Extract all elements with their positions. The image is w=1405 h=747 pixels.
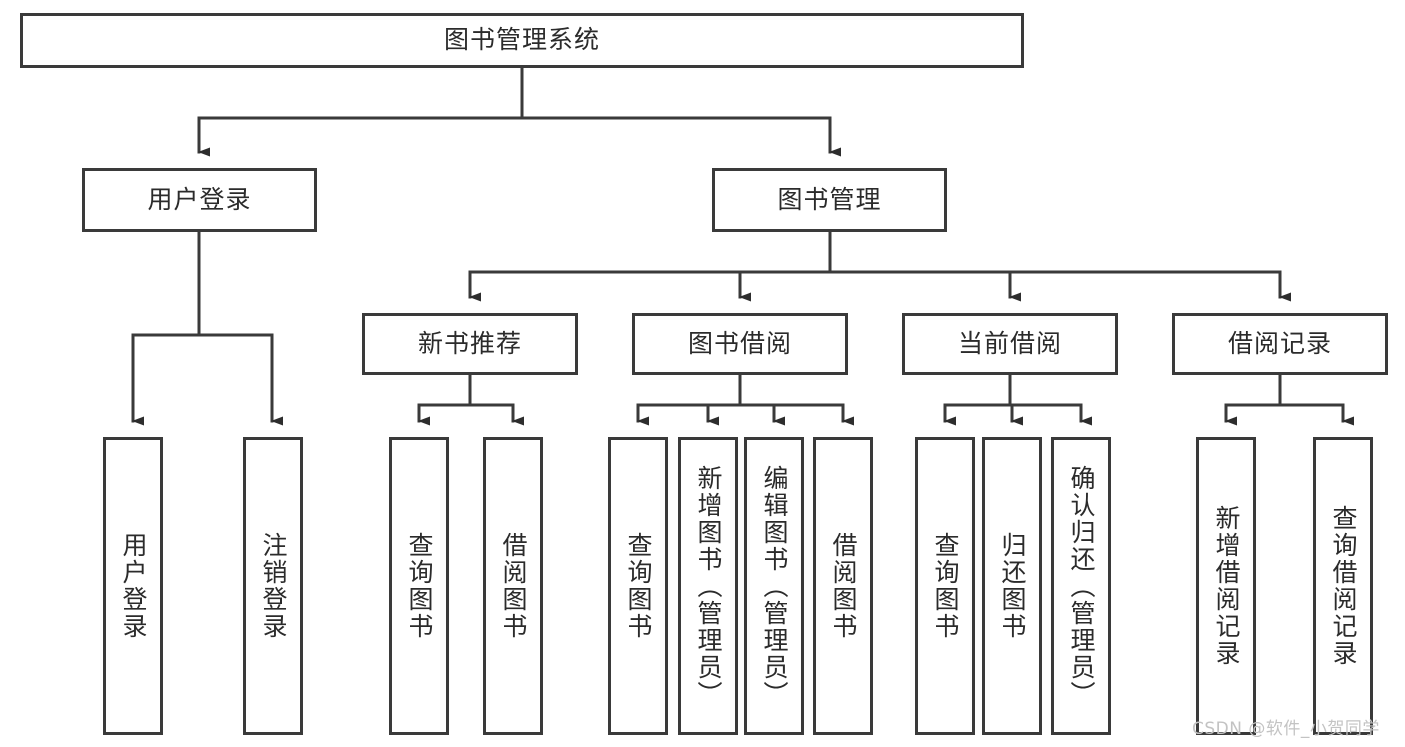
node-leaf-borrow-book-1[interactable]: 借阅图书 [483,437,543,735]
node-root-label: 图书管理系统 [443,25,600,55]
node-leaf-add-book[interactable]: 新增图书（管理员） [678,437,738,735]
node-new-book-recommend-label: 新书推荐 [417,328,522,358]
node-borrow-records-label: 借阅记录 [1227,328,1332,358]
node-leaf-confirm-return[interactable]: 确认归还（管理员） [1051,437,1111,735]
node-new-book-recommend[interactable]: 新书推荐 [362,313,578,375]
node-leaf-query-book-2[interactable]: 查询图书 [608,437,668,735]
edge-currentborrow-to-leaves [943,373,1092,426]
node-leaf-logout-label: 注销登录 [259,532,288,640]
node-borrow-records[interactable]: 借阅记录 [1172,313,1388,375]
node-leaf-query-book-1[interactable]: 查询图书 [389,437,449,735]
node-leaf-query-book-2-label: 查询图书 [624,532,653,640]
node-leaf-query-borrow-record-label: 查询借阅记录 [1329,505,1358,667]
edge-borrowrecords-to-leaves [1224,373,1354,426]
node-leaf-borrow-book-1-label: 借阅图书 [499,532,528,640]
edge-newbook-to-leaves [417,373,524,426]
node-leaf-user-login-label: 用户登录 [119,532,148,640]
csdn-watermark: CSDN @软件_小贺同学 [1192,719,1380,739]
node-user-login-label: 用户登录 [147,184,252,214]
node-leaf-query-book-3-label: 查询图书 [931,532,960,640]
node-book-management[interactable]: 图书管理 [712,168,947,232]
node-root[interactable]: 图书管理系统 [20,13,1024,68]
node-leaf-borrow-book-2[interactable]: 借阅图书 [813,437,873,735]
edge-bookmgmt-to-level3 [468,230,1291,302]
node-leaf-add-borrow-record-label: 新增借阅记录 [1212,505,1241,667]
node-leaf-add-borrow-record[interactable]: 新增借阅记录 [1196,437,1256,735]
node-leaf-confirm-return-label: 确认归还（管理员） [1067,464,1096,708]
node-book-borrow-label: 图书借阅 [687,328,792,358]
node-leaf-edit-book-label: 编辑图书（管理员） [760,464,789,708]
edge-root-to-level2 [197,66,841,157]
node-leaf-logout[interactable]: 注销登录 [243,437,303,735]
node-user-login[interactable]: 用户登录 [82,168,317,232]
node-leaf-query-book-3[interactable]: 查询图书 [915,437,975,735]
node-leaf-user-login[interactable]: 用户登录 [103,437,163,735]
node-book-borrow[interactable]: 图书借阅 [632,313,848,375]
node-leaf-query-borrow-record[interactable]: 查询借阅记录 [1313,437,1373,735]
node-current-borrow[interactable]: 当前借阅 [902,313,1118,375]
node-leaf-add-book-label: 新增图书（管理员） [694,464,723,708]
node-leaf-edit-book[interactable]: 编辑图书（管理员） [744,437,804,735]
node-leaf-borrow-book-2-label: 借阅图书 [829,532,858,640]
node-book-management-label: 图书管理 [777,184,882,214]
node-current-borrow-label: 当前借阅 [957,328,1062,358]
node-leaf-return-book[interactable]: 归还图书 [982,437,1042,735]
edge-userlogin-to-leaves [131,230,283,426]
node-leaf-query-book-1-label: 查询图书 [405,532,434,640]
node-leaf-return-book-label: 归还图书 [998,532,1027,640]
edge-bookborrow-to-leaves [636,373,854,426]
